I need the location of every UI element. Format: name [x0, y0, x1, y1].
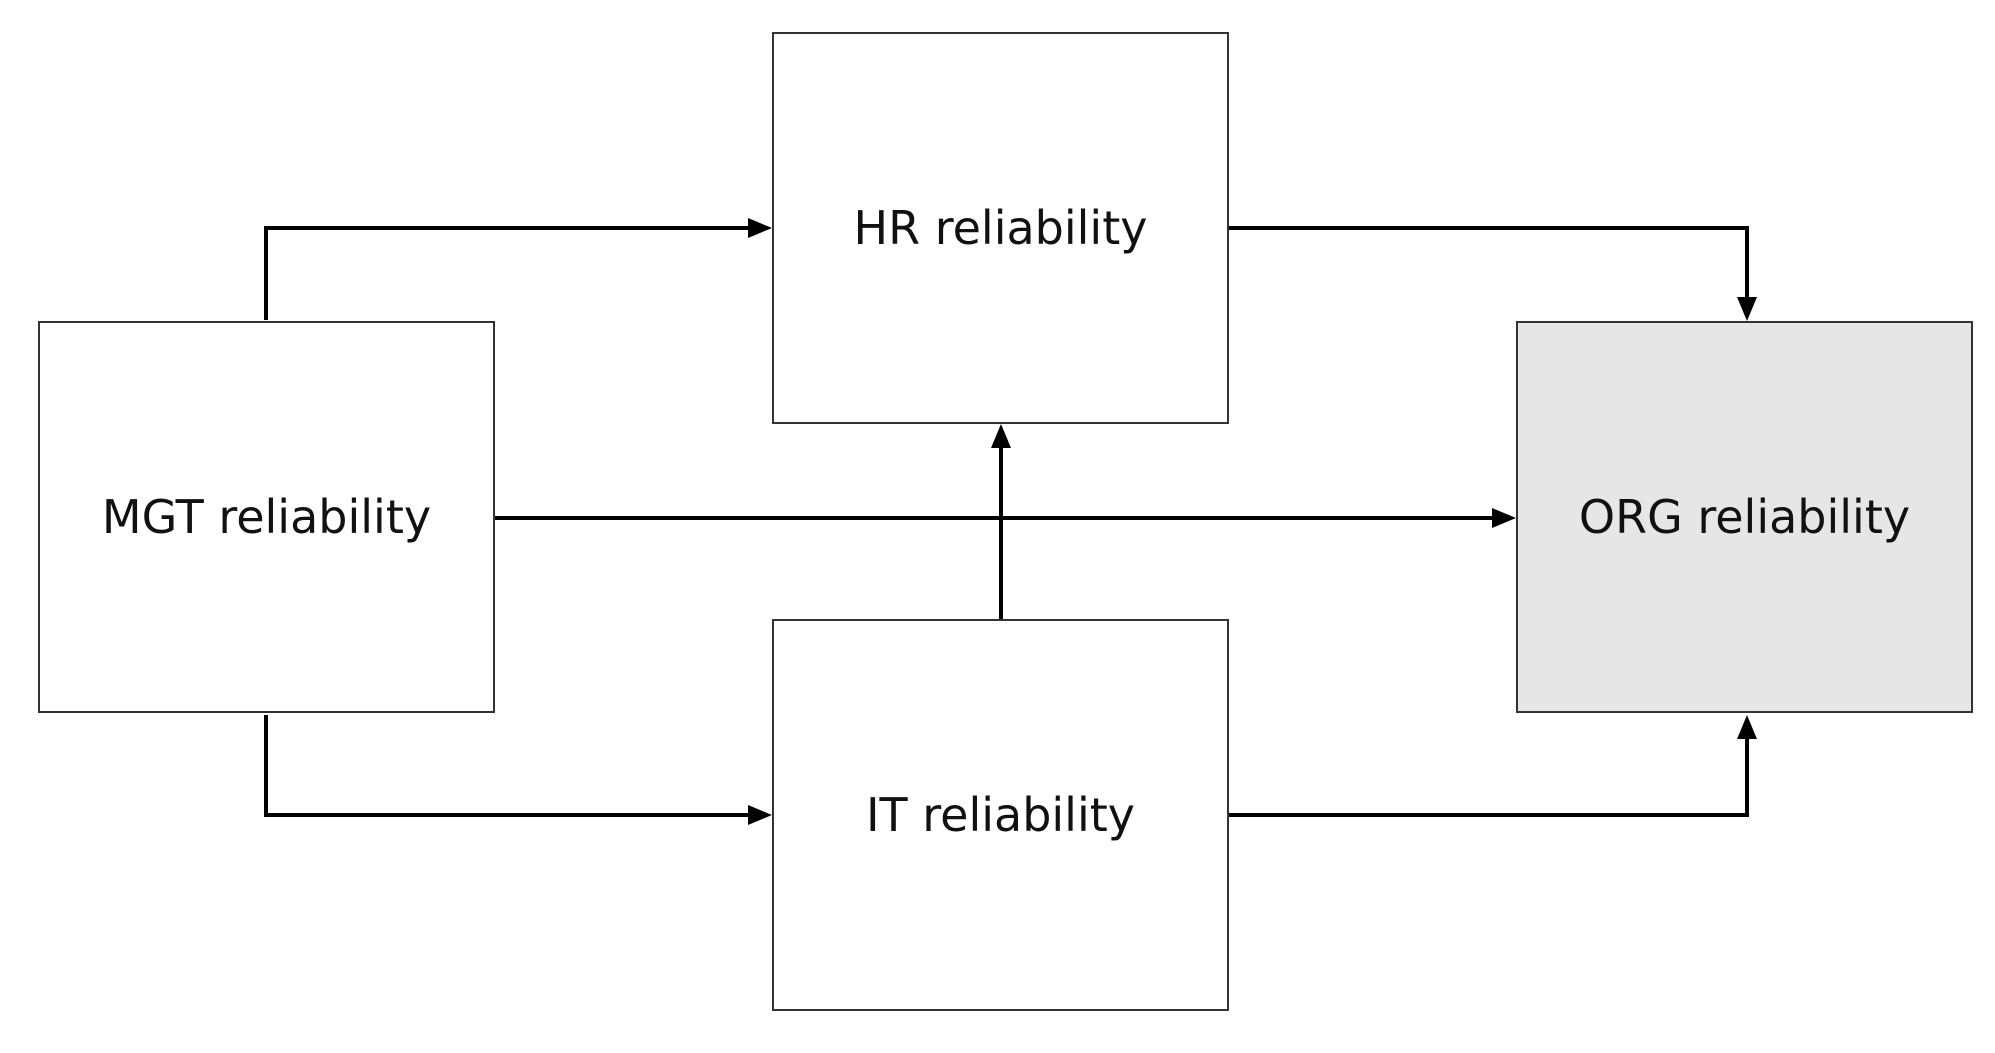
arrow-it-to-hr [991, 424, 1011, 619]
it-reliability-box: IT reliability [772, 619, 1229, 1011]
arrow-it-to-org [1229, 715, 1757, 817]
hr-reliability-box: HR reliability [772, 32, 1229, 424]
mgt-reliability-box: MGT reliability [38, 321, 495, 713]
org-reliability-label: ORG reliability [1578, 490, 1911, 544]
arrow-mgt-to-hr [264, 218, 772, 320]
arrow-mgt-to-it [264, 715, 772, 825]
arrow-hr-to-org [1229, 226, 1757, 321]
org-reliability-box: ORG reliability [1516, 321, 1973, 713]
arrow-mgt-to-org [495, 508, 1516, 528]
hr-reliability-label: HR reliability [853, 201, 1148, 255]
it-reliability-label: IT reliability [865, 788, 1136, 842]
mgt-reliability-label: MGT reliability [101, 490, 432, 544]
